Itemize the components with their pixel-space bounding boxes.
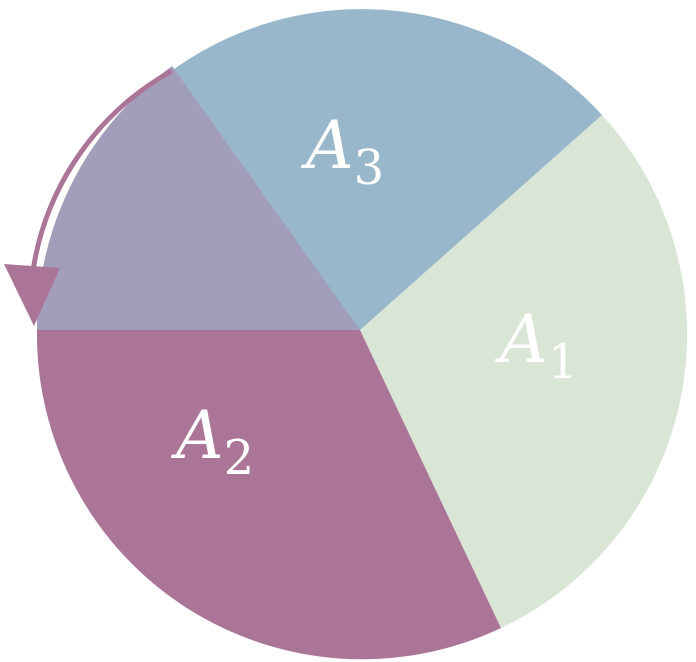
region-a2	[36, 330, 501, 660]
rotation-arrow-head-icon	[4, 264, 60, 326]
label-a2: A2	[170, 397, 254, 486]
label-a1: A1	[494, 301, 578, 390]
rotation-arrow	[4, 69, 173, 326]
label-a2-subscript: 2	[224, 430, 255, 486]
label-a3-subscript: 3	[354, 140, 385, 196]
region-a1	[360, 115, 688, 628]
overlap-region	[36, 66, 360, 330]
label-a3: A3	[300, 107, 384, 196]
label-a1-subscript: 1	[548, 334, 579, 390]
rotation-arrow-shaft	[28, 69, 173, 291]
